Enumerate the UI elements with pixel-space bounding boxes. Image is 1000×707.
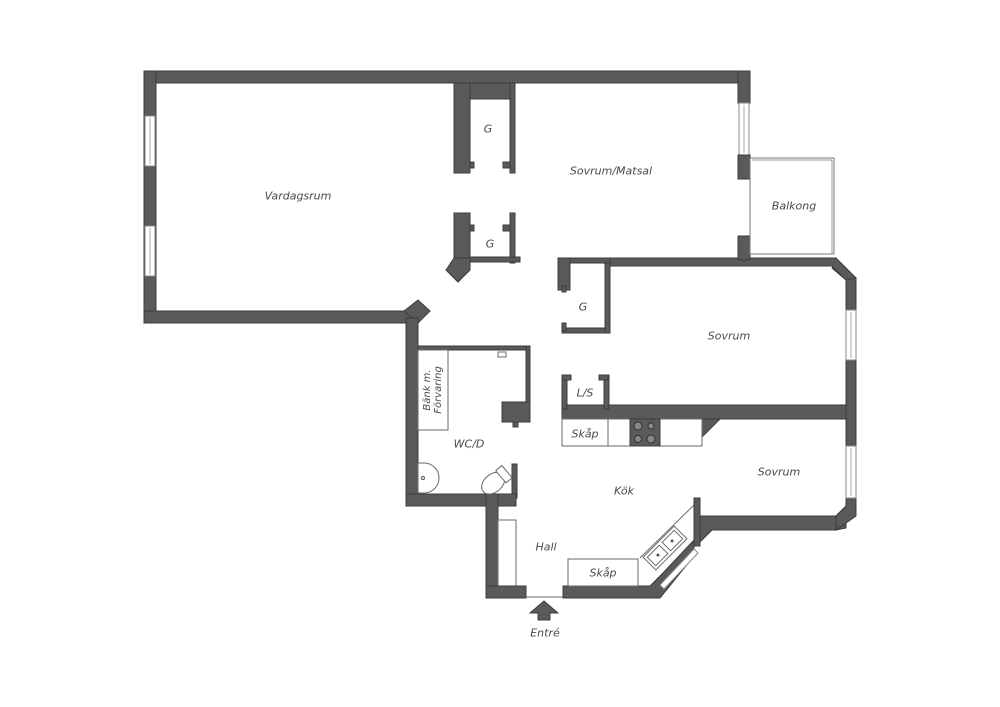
room-label-balkong: Balkong xyxy=(771,199,817,213)
wall-matsal-right-top xyxy=(737,70,751,104)
wall-hall-bottom-left xyxy=(485,585,527,599)
cabinet-hall xyxy=(567,558,639,587)
bench-label: Bänk m. Förvaring xyxy=(422,366,444,414)
wall-wc-top xyxy=(417,345,531,351)
wall-wc-right-lower xyxy=(511,463,518,499)
cabinet-label-hall: Skåp xyxy=(589,566,617,580)
shower-icon xyxy=(497,351,507,358)
stove-icon xyxy=(629,418,661,447)
wall-left xyxy=(143,70,157,324)
toilet-icon xyxy=(481,464,513,495)
window-kitchen xyxy=(659,548,699,590)
washbasin-icon xyxy=(417,462,440,494)
cabinet-label-kitchen: Skåp xyxy=(571,427,599,441)
wall-top xyxy=(143,70,751,84)
wall-wc-block xyxy=(501,401,531,423)
room-label-sovrum-2: Sovrum xyxy=(757,465,801,479)
closet-label-g1: G xyxy=(483,122,493,136)
room-label-sovrum-1: Sovrum xyxy=(707,329,751,343)
kitchen-sink xyxy=(642,525,688,571)
wall-sovrum2-bottom xyxy=(699,504,847,544)
wall-wc-left xyxy=(405,317,419,507)
entrance-arrow-icon xyxy=(528,600,560,621)
room-label-vardagsrum: Vardagsrum xyxy=(264,189,332,203)
bench-storage xyxy=(417,349,449,431)
room-label-sovrum-matsal: Sovrum/Matsal xyxy=(569,164,653,178)
balcony xyxy=(749,157,835,255)
wall-closet-g2-corner xyxy=(445,257,471,283)
entrance-label: Entré xyxy=(530,626,560,640)
room-label-hall: Hall xyxy=(535,540,557,554)
closet-label-ls: L/S xyxy=(576,386,594,400)
closet-label-g2: G xyxy=(485,237,495,251)
wall-hall-left xyxy=(485,493,499,599)
wall-living-bottom xyxy=(143,310,417,324)
room-label-wc-d: WC/D xyxy=(453,437,485,451)
wall-sovrum1-top xyxy=(558,257,858,281)
closet-label-g3: G xyxy=(578,300,588,314)
room-label-kok: Kök xyxy=(614,484,634,498)
